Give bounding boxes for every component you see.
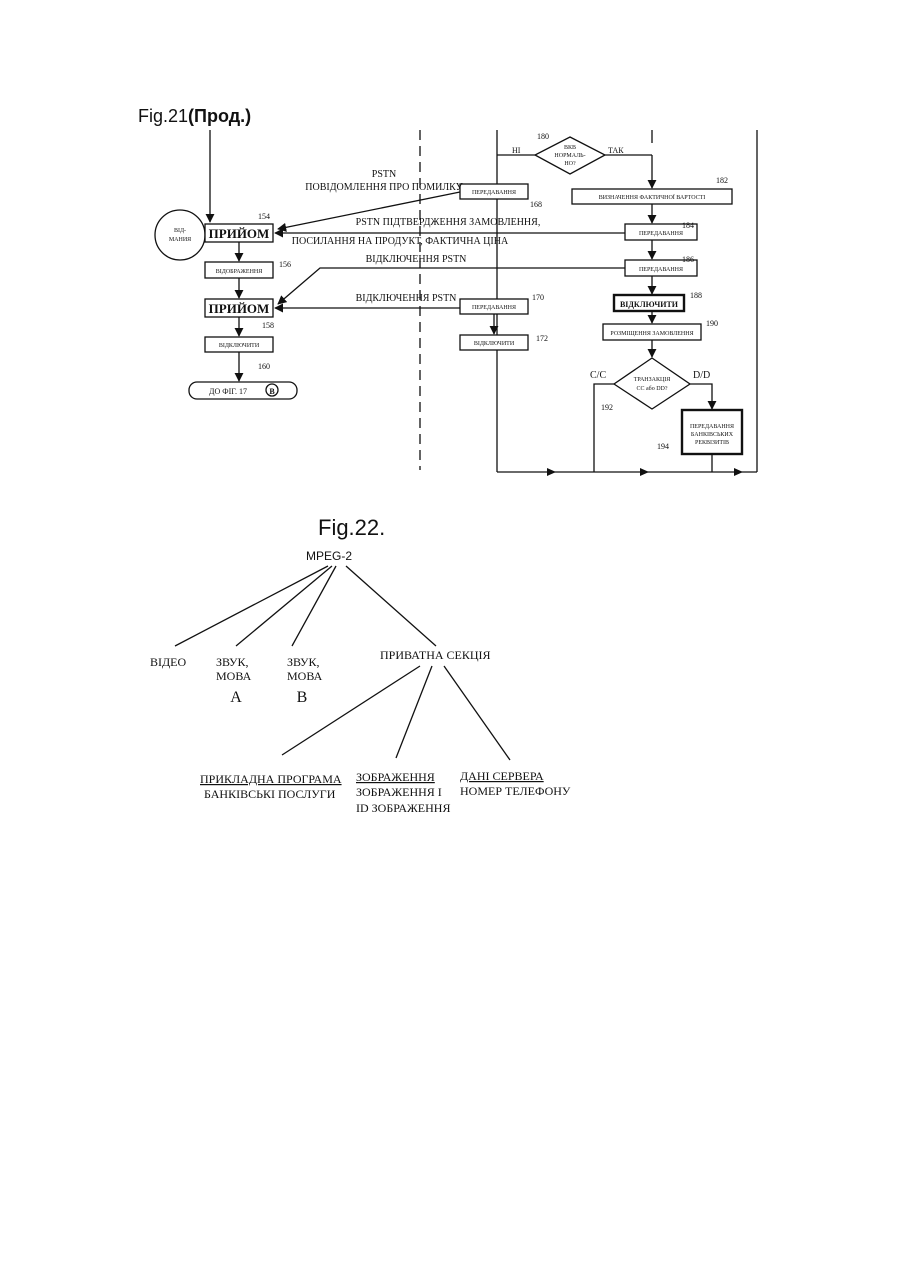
decision-192-cc: C/C	[590, 370, 606, 381]
fig21-diagram: Fig.21(Прод.) ВКВ НОРМАЛЬ- НО? 180 НІ ТА…	[138, 106, 757, 476]
box-184-label: ПЕРЕДАВАННЯ	[639, 231, 683, 237]
node-private-section: ПРИВАТНА СЕКЦІЯ	[380, 648, 491, 662]
ref-158: 158	[262, 321, 274, 330]
node-server-data: ДАНІ СЕРВЕРА	[460, 769, 544, 783]
ref-180: 180	[537, 132, 549, 141]
merge-arrow	[547, 468, 556, 476]
decision-180-no: НІ	[512, 146, 521, 155]
node-application: ПРИКЛАДНА ПРОГРАМА	[200, 772, 342, 786]
node-image-desc: ID ЗОБРАЖЕННЯ	[356, 801, 450, 815]
ref-156: 156	[279, 260, 291, 269]
cc-branch	[594, 384, 614, 472]
ref-186: 186	[682, 255, 694, 264]
terminal-connector-label: B	[269, 387, 275, 396]
ref-172: 172	[536, 334, 548, 343]
box-190-label: РОЗМІЩЕННЯ ЗАМОВЛЕННЯ	[610, 331, 693, 337]
msg-confirmation: ПОСИЛАННЯ НА ПРОДУКТ, ФАКТИЧНА ЦІНА	[292, 236, 509, 247]
box-158-label: ПРИЙОМ	[209, 301, 270, 316]
branch-audio-b	[292, 566, 336, 646]
ref-188: 188	[690, 291, 702, 300]
msg-pstn-error: PSTN	[372, 169, 396, 180]
fig21-title: Fig.21(Прод.)	[138, 106, 251, 126]
ref-184: 184	[682, 221, 694, 230]
fig22-title: Fig.22.	[318, 515, 385, 540]
ref-192: 192	[601, 403, 613, 412]
box-154-label: ПРИЙОМ	[209, 226, 270, 241]
dd-branch	[690, 384, 712, 409]
branch-server	[444, 666, 510, 760]
box-194-label: ПЕРЕДАВАННЯ	[690, 424, 734, 430]
decision-180-label: НО?	[564, 161, 576, 167]
ref-168: 168	[530, 200, 542, 209]
node-video: ВІДЕО	[150, 655, 187, 669]
fig22-diagram: Fig.22. MPEG-2 ВІДЕО ЗВУК, МОВА A ЗВУК, …	[150, 515, 571, 815]
box-170-label: ПЕРЕДАВАННЯ	[472, 305, 516, 311]
node-audio-b-letter: B	[297, 689, 308, 706]
ref-160: 160	[258, 362, 270, 371]
ref-194: 194	[657, 442, 669, 451]
ref-190: 190	[706, 319, 718, 328]
msg-pstn-error: ПОВІДОМЛЕННЯ ПРО ПОМИЛКУ	[305, 182, 463, 193]
node-audio-a-letter: A	[230, 689, 242, 706]
terminal-label: ДО ФІГ. 17	[209, 387, 247, 396]
circle-label: ВІД-	[174, 228, 186, 234]
decision-192-label: CC або DD?	[636, 385, 667, 392]
decision-180-yes: ТАК	[608, 146, 624, 155]
decision-180-label: ВКВ	[564, 145, 576, 151]
decision-192	[614, 358, 690, 409]
branch-video	[175, 566, 328, 646]
node-server-desc: НОМЕР ТЕЛЕФОНУ	[460, 784, 571, 798]
ref-182: 182	[716, 176, 728, 185]
node-audio-b: ЗВУК,	[287, 655, 320, 669]
branch-image	[396, 666, 432, 758]
box-168-label: ПЕРЕДАВАННЯ	[472, 190, 516, 196]
box-194-label: БАНКІВСЬКИХ	[691, 432, 734, 438]
msg-disconnect: ВІДКЛЮЧЕННЯ PSTN	[366, 254, 467, 265]
tree-root-mpeg2: MPEG-2	[306, 549, 352, 563]
node-audio-a: ЗВУК,	[216, 655, 249, 669]
node-audio-b: МОВА	[287, 669, 323, 683]
node-audio-a: МОВА	[216, 669, 252, 683]
circle-connector	[155, 210, 205, 260]
box-188-label: ВІДКЛЮЧИТИ	[620, 300, 679, 309]
msg-disconnect: ВІДКЛЮЧЕННЯ PSTN	[356, 293, 457, 304]
box-172-label: ВІДКЛЮЧИТИ	[474, 341, 515, 347]
ref-170: 170	[532, 293, 544, 302]
decision-180-label: НОРМАЛЬ-	[554, 153, 585, 159]
circle-label: МАНИЯ	[169, 237, 191, 243]
node-application-desc: БАНКІВСЬКІ ПОСЛУГИ	[204, 787, 336, 801]
box-186-label: ПЕРЕДАВАННЯ	[639, 267, 683, 273]
merge-arrow	[734, 468, 743, 476]
box-182-label: ВИЗНАЧЕННЯ ФАКТИЧНОЇ ВАРТОСТІ	[599, 194, 706, 201]
decision-192-label: ТРАНЗАКЦІЯ	[634, 377, 671, 383]
box-194-label: РЕКВІЗИТІВ	[695, 440, 729, 446]
node-image: ЗОБРАЖЕННЯ	[356, 770, 435, 784]
box-160-label: ВІДКЛЮЧИТИ	[219, 343, 260, 349]
node-image-desc: ЗОБРАЖЕННЯ І	[356, 785, 442, 799]
msg-confirmation: PSTN ПІДТВЕРДЖЕННЯ ЗАМОВЛЕННЯ,	[356, 217, 541, 228]
decision-192-dd: D/D	[693, 370, 710, 381]
branch-private	[346, 566, 436, 646]
merge-arrow	[640, 468, 649, 476]
box-156-label: ВІДОБРАЖЕННЯ	[216, 269, 262, 275]
ref-154: 154	[258, 212, 270, 221]
